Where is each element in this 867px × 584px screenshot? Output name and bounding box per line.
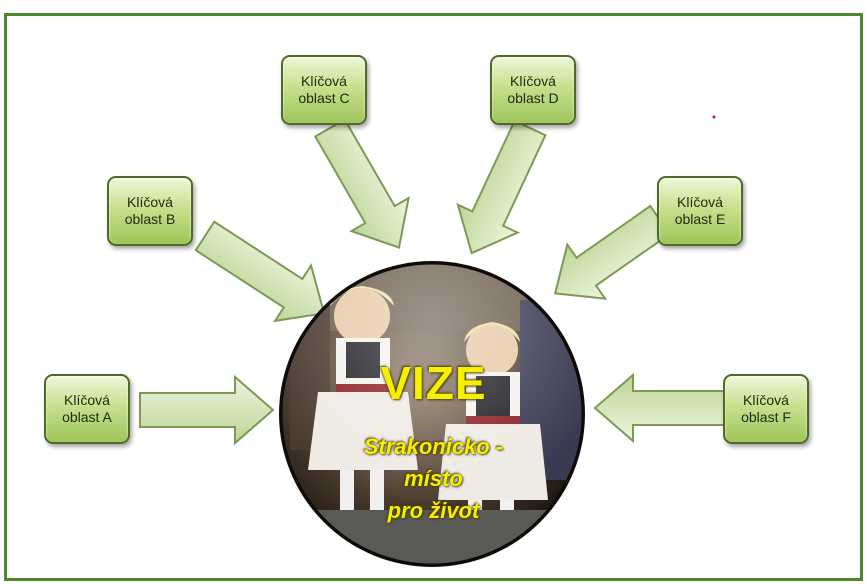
stray-dot (712, 115, 716, 119)
vision-slogan-line2: místo (404, 466, 463, 491)
key-area-a-box: Klíčová oblast A (44, 374, 130, 444)
key-area-d-box: Klíčová oblast D (490, 55, 576, 125)
key-area-a-line1: Klíčová (64, 392, 110, 408)
vision-title: VIZE (380, 357, 487, 409)
arrow-e (553, 204, 672, 300)
key-area-f-box: Klíčová oblast F (723, 374, 809, 444)
vision-slogan-line3: pro život (387, 498, 480, 523)
key-area-c-line2: oblast C (298, 90, 350, 106)
key-area-e-line1: Klíčová (677, 194, 723, 210)
arrow-b (194, 220, 326, 323)
key-area-f-line1: Klíčová (743, 392, 789, 408)
key-area-b-line2: oblast B (124, 211, 176, 227)
key-area-d-line2: oblast D (507, 90, 559, 106)
arrow-c (313, 118, 410, 249)
key-area-d-line1: Klíčová (510, 73, 556, 89)
key-area-f-line2: oblast F (741, 409, 791, 425)
arrow-d (456, 119, 547, 255)
arrow-a (139, 374, 275, 446)
key-area-e-box: Klíčová oblast E (657, 176, 743, 246)
key-area-a-line2: oblast A (62, 409, 112, 425)
key-area-c-line1: Klíčová (301, 73, 347, 89)
arrow-f (593, 372, 729, 444)
vision-slogan-line1: Strakonicko - (363, 434, 504, 459)
key-area-c-box: Klíčová oblast C (281, 55, 367, 125)
vision-photo-circle (279, 261, 585, 567)
key-area-b-box: Klíčová oblast B (107, 176, 193, 246)
key-area-b-line1: Klíčová (127, 194, 173, 210)
key-area-e-line2: oblast E (674, 211, 726, 227)
